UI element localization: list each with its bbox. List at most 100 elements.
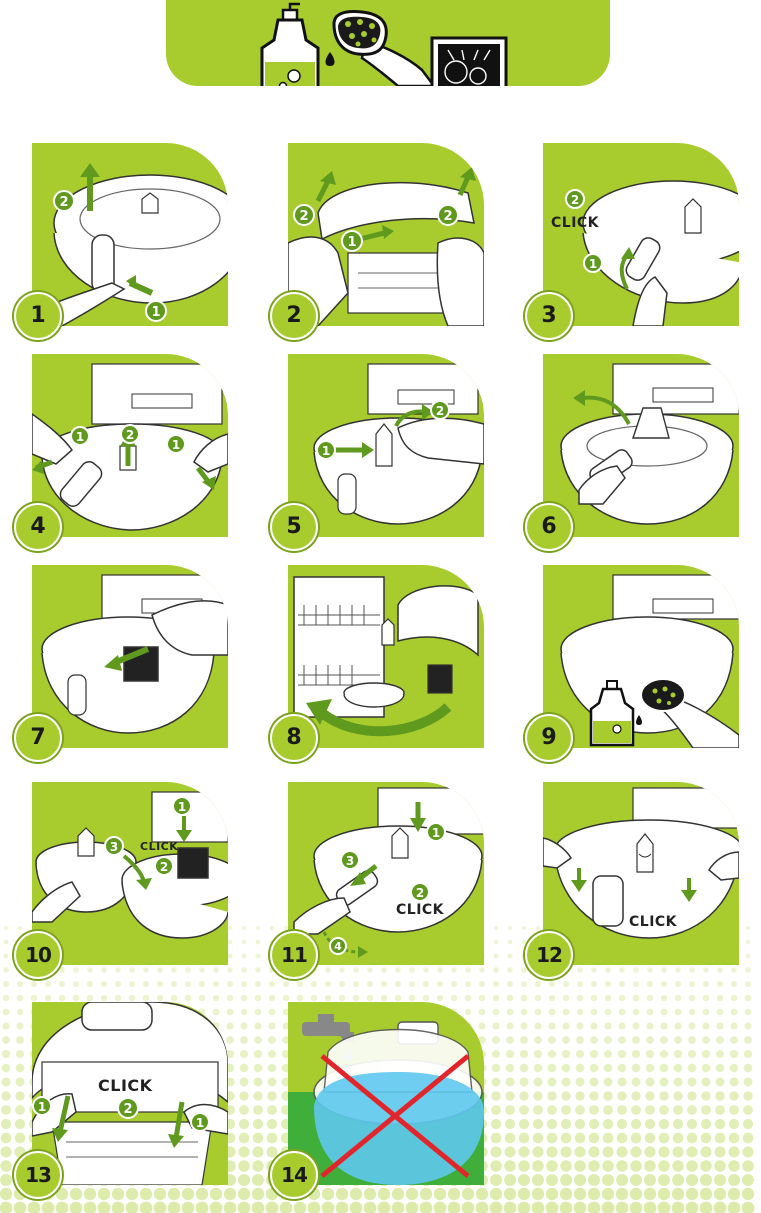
background-dot xyxy=(349,1187,363,1201)
background-dot xyxy=(715,1049,725,1059)
background-dot xyxy=(545,1201,559,1213)
background-dot xyxy=(506,1036,514,1044)
background-dot xyxy=(491,1105,501,1115)
green-arrow-icon xyxy=(573,390,631,425)
background-dot xyxy=(520,994,528,1002)
background-dot xyxy=(253,1063,263,1073)
hand-icon xyxy=(32,881,81,923)
background-dot xyxy=(672,1160,684,1172)
background-dot xyxy=(111,1201,125,1213)
background-dot xyxy=(409,967,415,973)
background-dot xyxy=(716,994,724,1002)
background-dot xyxy=(701,1049,711,1059)
background-dot xyxy=(227,953,233,959)
background-dot xyxy=(577,981,583,987)
background-dot xyxy=(505,1063,515,1073)
background-dot xyxy=(15,1077,25,1087)
background-dot xyxy=(657,1187,671,1201)
background-dot xyxy=(589,1077,599,1087)
svg-text:2: 2 xyxy=(160,860,168,874)
background-dot xyxy=(672,1132,684,1144)
background-dot xyxy=(702,1008,710,1016)
background-dot xyxy=(574,1160,586,1172)
background-dot xyxy=(703,967,709,973)
background-dot xyxy=(352,994,360,1002)
background-dot xyxy=(395,981,401,987)
background-dot xyxy=(0,1160,12,1172)
fryer-illustration xyxy=(53,174,228,304)
background-dot xyxy=(97,1201,111,1213)
background-dot xyxy=(492,994,500,1002)
background-dot xyxy=(252,1174,264,1186)
background-dot xyxy=(658,1146,670,1158)
background-dot xyxy=(241,939,247,945)
background-dot xyxy=(167,1201,181,1213)
background-dot xyxy=(213,967,219,973)
step-number: 2 xyxy=(270,292,318,340)
background-dot xyxy=(1,1091,11,1101)
background-dot xyxy=(3,981,9,987)
background-dot xyxy=(490,1160,502,1172)
background-dot xyxy=(395,967,401,973)
background-dot xyxy=(504,1146,516,1158)
background-dot xyxy=(507,967,513,973)
background-dot xyxy=(266,1118,278,1130)
background-dot xyxy=(507,981,513,987)
background-dot xyxy=(745,967,751,973)
fryer-illustration xyxy=(560,363,739,525)
background-dot xyxy=(702,1036,710,1044)
dishwasher-icon xyxy=(430,36,508,86)
background-dot xyxy=(433,1201,447,1213)
background-dot xyxy=(534,1036,542,1044)
sponge-hand-icon xyxy=(640,678,739,748)
background-dot xyxy=(591,981,597,987)
hand-icon xyxy=(578,465,626,505)
background-dot xyxy=(604,1036,612,1044)
background-dot xyxy=(349,1201,363,1213)
background-dot xyxy=(659,1049,669,1059)
background-dot xyxy=(125,1187,139,1201)
background-dot xyxy=(321,1201,335,1213)
background-dot xyxy=(69,1187,83,1201)
background-dot xyxy=(520,1022,528,1030)
background-dot xyxy=(493,953,499,959)
background-dot xyxy=(672,1146,684,1158)
background-dot xyxy=(631,1049,641,1059)
fryer-illustration xyxy=(560,574,739,734)
background-dot xyxy=(489,1201,503,1213)
background-dot xyxy=(687,1063,697,1073)
background-dot xyxy=(699,1187,713,1201)
background-dot xyxy=(547,1077,557,1087)
svg-text:1: 1 xyxy=(38,1100,46,1114)
background-dot xyxy=(533,1077,543,1087)
background-dot xyxy=(660,994,668,1002)
background-dot xyxy=(589,1105,599,1115)
background-dot xyxy=(3,925,9,931)
step-number: 4 xyxy=(14,503,62,551)
background-dot xyxy=(142,994,150,1002)
background-dot xyxy=(447,1201,461,1213)
svg-text:1: 1 xyxy=(178,800,186,814)
background-dot xyxy=(15,1091,25,1101)
background-dot xyxy=(213,981,219,987)
background-dot xyxy=(15,1063,25,1073)
background-dot xyxy=(437,967,443,973)
background-dot xyxy=(631,1063,641,1073)
background-dot xyxy=(615,1187,629,1201)
background-dot xyxy=(505,1077,515,1087)
background-dot xyxy=(534,1022,542,1030)
background-dot xyxy=(156,994,164,1002)
background-dot xyxy=(15,1105,25,1115)
green-arrow-icon xyxy=(619,247,635,290)
background-dot xyxy=(507,953,513,959)
background-dot xyxy=(717,981,723,987)
background-dot xyxy=(588,1146,600,1158)
background-dot xyxy=(715,1105,725,1115)
background-dot xyxy=(643,1201,657,1213)
background-dot xyxy=(659,1063,669,1073)
background-dot xyxy=(423,967,429,973)
svg-text:3: 3 xyxy=(346,854,354,868)
background-dot xyxy=(675,981,681,987)
background-dot xyxy=(86,994,94,1002)
svg-text:2: 2 xyxy=(416,886,424,900)
